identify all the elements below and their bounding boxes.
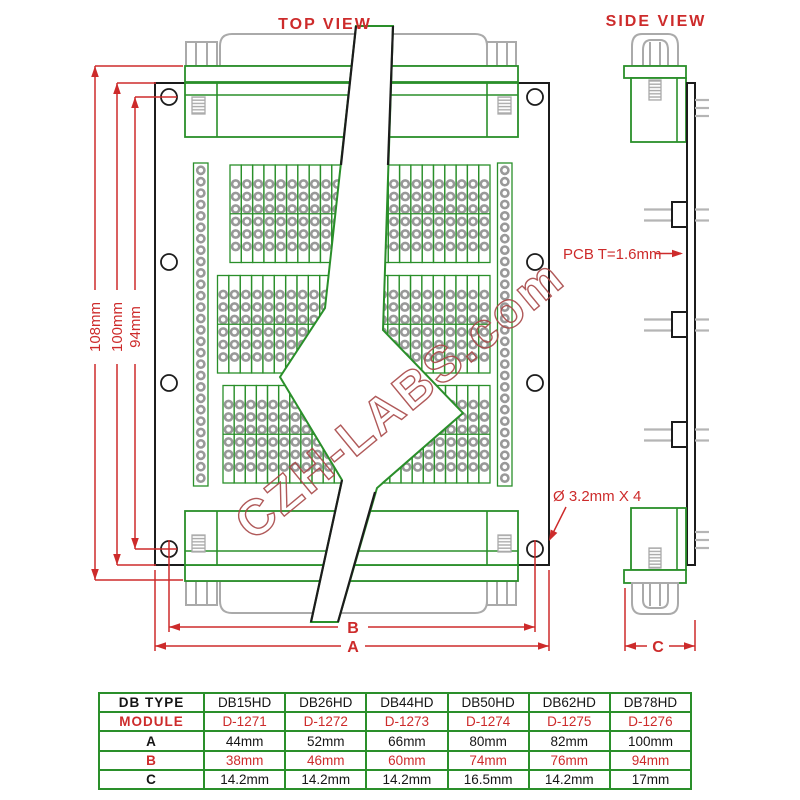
dim-c-label: C — [652, 639, 664, 656]
dsub-shell-side-bottom — [631, 582, 679, 615]
terminal-block — [671, 421, 688, 448]
jack-screw-block — [185, 580, 218, 606]
dim-94mm: 94mm — [127, 306, 144, 348]
dimensions: 108mm 100mm 94mm B A C PCB T=1.6mm Ø 3.2… — [87, 65, 696, 656]
table-cell: 14.2mm — [365, 770, 446, 789]
screw-hatch — [191, 534, 206, 553]
dim-100mm: 100mm — [109, 302, 126, 352]
dim-b-label: B — [347, 620, 359, 637]
table-cell: DB44HD — [365, 694, 446, 712]
row-header: B — [146, 752, 157, 768]
table-cell: DB26HD — [284, 694, 365, 712]
table-cell: D-1276 — [608, 713, 690, 731]
table-cell: 44mm — [203, 732, 284, 750]
table-cell: 38mm — [203, 751, 284, 769]
side-flange-bottom — [623, 569, 687, 584]
screw-hatch — [648, 79, 662, 101]
table-cell: DB62HD — [527, 694, 609, 712]
mounting-hole — [160, 253, 178, 271]
mounting-hole — [526, 88, 544, 106]
table-cell: 52mm — [284, 732, 365, 750]
table-cell: 17mm — [608, 770, 690, 789]
side-view — [623, 33, 709, 615]
row-header: MODULE — [119, 714, 184, 730]
table-cell: 14.2mm — [527, 770, 609, 789]
dim-108mm: 108mm — [87, 302, 104, 352]
terminal-block — [671, 311, 688, 338]
table-row-module: MODULE D-1271 D-1272 D-1273 D-1274 D-127… — [100, 711, 690, 731]
table-cell: 94mm — [608, 751, 690, 769]
dsub-shell-side-top — [631, 33, 679, 67]
table-cell: 82mm — [527, 732, 609, 750]
table-row-a: A 44mm 52mm 66mm 80mm 82mm 100mm — [100, 730, 690, 750]
hole-diameter-note: Ø 3.2mm X 4 — [553, 488, 641, 505]
table-cell: 80mm — [446, 732, 528, 750]
table-cell: D-1274 — [446, 713, 528, 731]
table-cell: D-1273 — [365, 713, 446, 731]
table-row-b: B 38mm 46mm 60mm 74mm 76mm 94mm — [100, 749, 690, 769]
screw-hatch — [497, 96, 512, 115]
connector-pins — [695, 98, 709, 550]
table-cell: DB50HD — [446, 694, 528, 712]
jack-screw-block — [486, 41, 517, 67]
jack-screw-block — [486, 580, 517, 606]
table-cell: D-1271 — [203, 713, 284, 731]
terminal-block — [671, 201, 688, 228]
table-cell: 14.2mm — [203, 770, 284, 789]
screw-hatch — [497, 534, 512, 553]
side-view-title: SIDE VIEW — [606, 13, 707, 30]
table-cell: D-1275 — [527, 713, 609, 731]
table-cell: D-1272 — [284, 713, 365, 731]
pcb-thickness-note: PCB T=1.6mm — [563, 246, 662, 263]
side-flange-top — [623, 65, 687, 79]
table-cell: 16.5mm — [446, 770, 528, 789]
break-symbol — [278, 25, 465, 623]
pcb-side-profile — [686, 82, 696, 566]
table-cell: DB15HD — [203, 694, 284, 712]
row-header: C — [146, 771, 157, 787]
mounting-hole — [160, 374, 178, 392]
top-view: CZH-LABS.com — [154, 25, 576, 623]
dim-a-label: A — [347, 639, 359, 656]
table-cell: 76mm — [527, 751, 609, 769]
row-header: A — [146, 733, 157, 749]
table-cell: 46mm — [284, 751, 365, 769]
table-cell: 100mm — [608, 732, 690, 750]
table-cell: 74mm — [446, 751, 528, 769]
table-cell: DB78HD — [608, 694, 690, 712]
spec-table: DB TYPE DB15HD DB26HD DB44HD DB50HD DB62… — [98, 692, 692, 790]
table-row-dbtype: DB TYPE DB15HD DB26HD DB44HD DB50HD DB62… — [100, 694, 690, 712]
row-header: DB TYPE — [118, 695, 185, 711]
dimension-arrowheads — [91, 66, 695, 650]
screw-hatch — [191, 96, 206, 115]
dsub-shell-bottom — [219, 580, 488, 614]
table-cell: 14.2mm — [284, 770, 365, 789]
table-row-c: C 14.2mm 14.2mm 14.2mm 16.5mm 14.2mm 17m… — [100, 768, 690, 789]
terminal-blocks — [644, 201, 709, 448]
top-view-title: TOP VIEW — [278, 16, 372, 33]
table-cell: 66mm — [365, 732, 446, 750]
mounting-hole — [526, 374, 544, 392]
screw-hatch — [648, 547, 662, 569]
mounting-hole — [526, 253, 544, 271]
table-cell: 60mm — [365, 751, 446, 769]
jack-screw-block — [185, 41, 218, 67]
